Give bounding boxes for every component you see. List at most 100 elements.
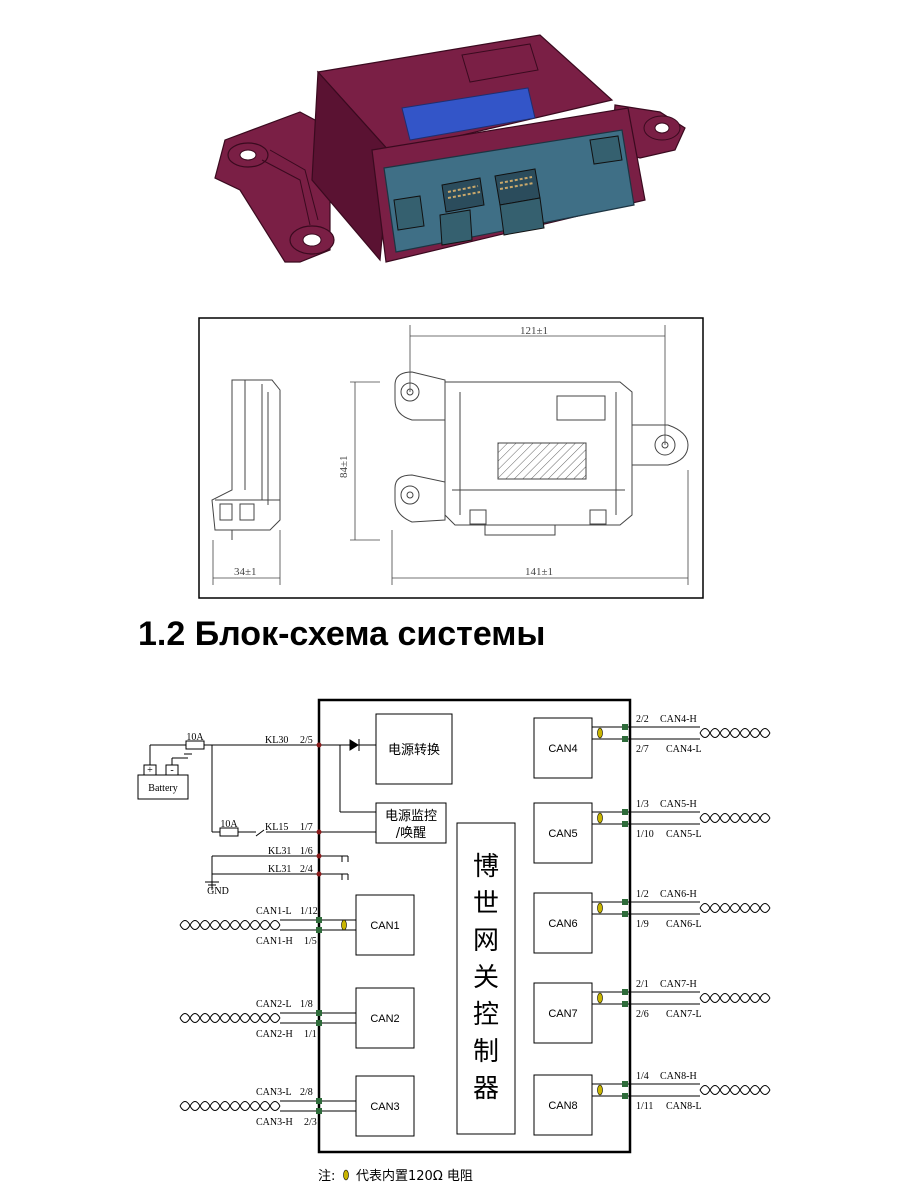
power-monitor-box — [375, 802, 447, 844]
twisted-pair-cable — [179, 1013, 281, 1023]
resistor-legend-icon — [343, 1169, 349, 1181]
can-channel-right: CAN4 2/2 CAN4-H 2/7 CAN4-L — [533, 714, 771, 779]
can-signal-bottom: CAN2-H — [256, 1029, 293, 1040]
twisted-pair-cable — [699, 1085, 771, 1095]
termination-resistor-icon — [597, 812, 603, 824]
controller-char: 制 — [473, 1037, 499, 1067]
pin-marker — [316, 927, 322, 933]
kl31a-name: KL31 — [268, 846, 291, 857]
can-box — [533, 892, 593, 954]
termination-resistor-icon — [597, 902, 603, 914]
power-convert-label: 电源转换 — [388, 743, 440, 758]
housing-side — [311, 70, 391, 262]
battery-plus: + — [147, 765, 153, 776]
pin-marker — [316, 1010, 322, 1016]
pin-marker — [622, 1001, 628, 1007]
termination-resistor-icon — [597, 727, 603, 739]
can-signal-bottom: CAN5-L — [666, 829, 702, 840]
termination-resistor-icon — [341, 919, 347, 931]
can-pin-bottom: 1/5 — [304, 936, 317, 947]
pin-marker — [316, 917, 322, 923]
can-box — [355, 894, 415, 956]
dim-top-label: 121±1 — [520, 325, 548, 337]
can-box-label: CAN1 — [370, 920, 399, 932]
dim-side-label: 34±1 — [234, 566, 257, 578]
can-pin-bottom: 1/1 — [304, 1029, 317, 1040]
can-pin-bottom: 1/11 — [636, 1101, 653, 1112]
can-pin-bottom: 1/9 — [636, 919, 649, 930]
can-pin-top: 1/2 — [636, 889, 649, 900]
kl31b-name: KL31 — [268, 864, 291, 875]
can-signal-bottom: CAN8-L — [666, 1101, 702, 1112]
can-signal-bottom: CAN4-L — [666, 744, 702, 755]
pin-marker — [622, 1093, 628, 1099]
side-dimension — [212, 530, 281, 585]
battery-minus: - — [170, 765, 173, 776]
can-pin-top: 2/2 — [636, 714, 649, 725]
kl30-node — [316, 742, 322, 748]
dimension-drawing: 34±1 — [198, 317, 704, 599]
can-pin-bottom: 2/3 — [304, 1117, 317, 1128]
label-outline — [461, 43, 539, 83]
controller-char: 世 — [473, 889, 499, 919]
twisted-pair-cable — [699, 993, 771, 1003]
can-signal-top: CAN6-H — [660, 889, 697, 900]
battery-label: Battery — [148, 783, 177, 794]
termination-resistor-icon — [597, 1084, 603, 1096]
section-title: 1.2 Блок-схема системы — [138, 615, 546, 653]
front-view — [394, 371, 689, 536]
can-box-label: CAN6 — [548, 918, 577, 930]
can-box-label: CAN8 — [548, 1100, 577, 1112]
can-signal-top: CAN7-H — [660, 979, 697, 990]
dim-bottom-label: 141±1 — [525, 566, 553, 578]
drawing-frame — [198, 317, 704, 599]
fuse2-label: 10A — [220, 819, 238, 830]
can-signal-top: CAN5-H — [660, 799, 697, 810]
note-prefix: 注: — [318, 1169, 335, 1184]
can-pin-top: 2/1 — [636, 979, 649, 990]
pin-marker — [622, 736, 628, 742]
can-pin-bottom: 2/7 — [636, 744, 649, 755]
can-signal-bottom: CAN7-L — [666, 1009, 702, 1020]
gateway-controller-box — [456, 822, 516, 1135]
kl31a-node — [316, 853, 322, 859]
controller-char: 关 — [473, 963, 499, 993]
pin-marker — [316, 1108, 322, 1114]
kl15-name: KL15 — [265, 822, 288, 833]
twisted-pair-cable — [699, 728, 771, 738]
kl15-pin: 1/7 — [300, 822, 313, 833]
can-pin-top: 1/3 — [636, 799, 649, 810]
can-signal-bottom: CAN1-H — [256, 936, 293, 947]
controller-char: 控 — [473, 1000, 499, 1030]
can-box — [355, 987, 415, 1049]
can-signal-top: CAN4-H — [660, 714, 697, 725]
can-box-label: CAN7 — [548, 1008, 577, 1020]
controller-char: 网 — [473, 926, 499, 956]
pin-marker — [316, 1098, 322, 1104]
controller-char: 博 — [473, 852, 499, 882]
kl31a-pin: 1/6 — [300, 846, 313, 857]
gateway-3d-render — [214, 34, 686, 263]
can-box-label: CAN4 — [548, 743, 577, 755]
can-box-label: CAN3 — [370, 1101, 399, 1113]
can-signal-bottom: CAN6-L — [666, 919, 702, 930]
can-box-label: CAN2 — [370, 1013, 399, 1025]
can-box-label: CAN5 — [548, 828, 577, 840]
can-box — [533, 982, 593, 1044]
fuse1-label: 10A — [186, 732, 204, 743]
kl30-name: KL30 — [265, 735, 288, 746]
note-text: 代表内置120Ω 电阻 — [356, 1168, 473, 1184]
pin-marker — [622, 724, 628, 730]
can-box — [533, 1074, 593, 1136]
can-box — [355, 1075, 415, 1137]
can-box — [533, 802, 593, 864]
